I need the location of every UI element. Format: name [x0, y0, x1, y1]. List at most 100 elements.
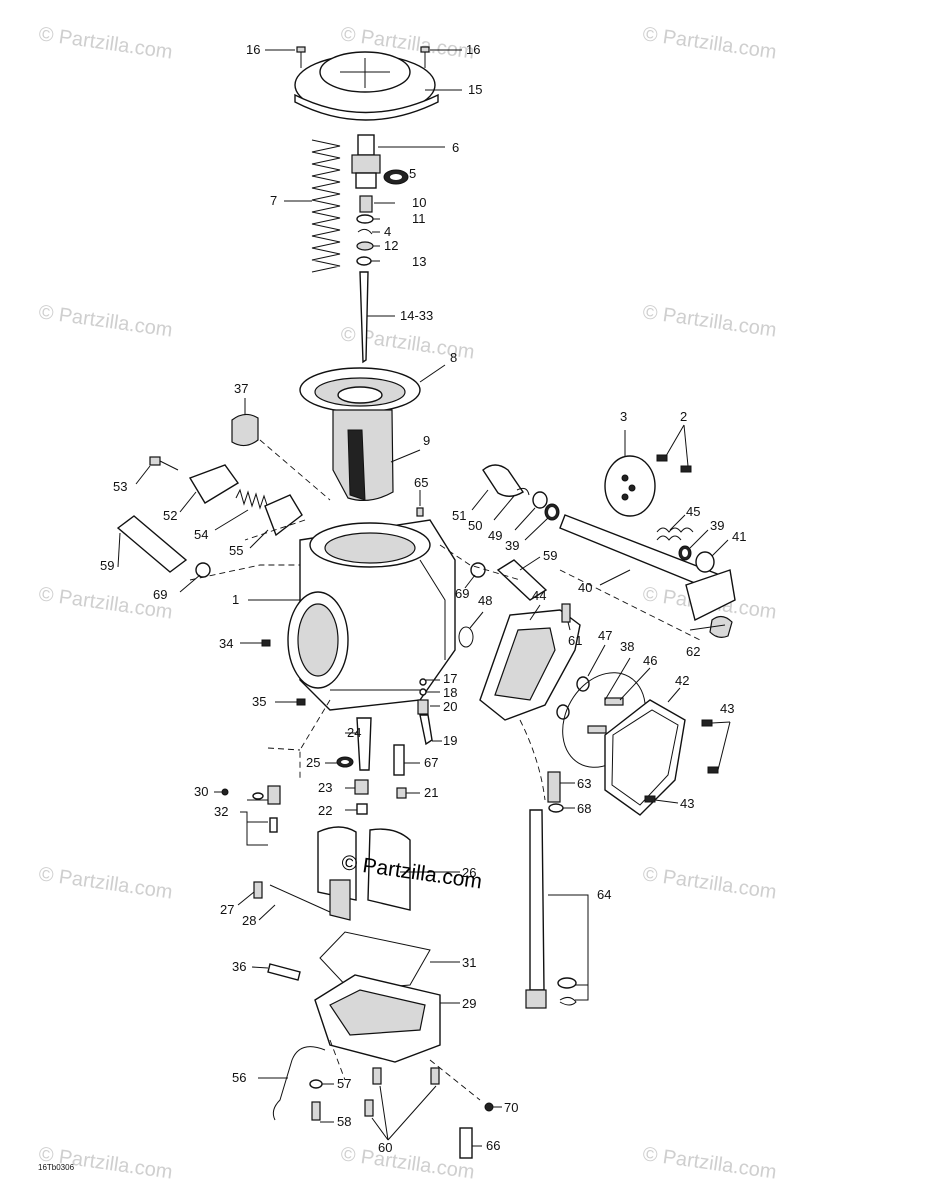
callout-number: 41 [732, 529, 746, 544]
watermark-text: © Partzilla.com [641, 23, 778, 64]
callout-number: 62 [686, 644, 700, 659]
slide-spring [311, 139, 341, 273]
callout-number: 16 [246, 42, 260, 57]
choke-spring [235, 488, 269, 510]
callout-number: 4 [384, 224, 391, 239]
callout-number: 28 [242, 913, 256, 928]
callout-number: 5 [409, 166, 416, 181]
needle-washer [356, 256, 372, 266]
return-spring [656, 527, 694, 541]
callout-number: 55 [229, 543, 243, 558]
choke-plunger [264, 494, 303, 537]
callout-number: 11 [412, 211, 426, 226]
callout-number: 58 [337, 1114, 351, 1129]
callout-number: 60 [378, 1140, 392, 1155]
idle-screw-spring [417, 699, 429, 715]
callout-number: 34 [219, 636, 233, 651]
callout-number: 1 [232, 592, 239, 607]
hose [116, 515, 188, 573]
idle-screw [419, 714, 433, 746]
throttle-housing [479, 609, 581, 721]
callout-number: 44 [532, 588, 546, 603]
bowl-screw [430, 1067, 440, 1085]
callout-number: 30 [194, 784, 208, 799]
callout-number: 53 [113, 479, 127, 494]
carburetor-body [287, 519, 456, 711]
cap [231, 413, 259, 447]
callout-number: 23 [318, 780, 332, 795]
diaphragm [299, 367, 421, 413]
screw [149, 456, 161, 466]
callout-number: 63 [577, 776, 591, 791]
clamp [195, 562, 211, 578]
callout-number: 10 [412, 195, 426, 210]
jet-needle [359, 271, 369, 364]
callout-number: 46 [643, 653, 657, 668]
float-bowl [314, 974, 441, 1063]
callout-number: 69 [153, 587, 167, 602]
callout-number: 12 [384, 238, 398, 253]
callout-number: 64 [597, 887, 611, 902]
callout-number: 48 [478, 593, 492, 608]
callout-number: 29 [462, 996, 476, 1011]
callout-number: 26 [462, 865, 476, 880]
callout-number: 35 [252, 694, 266, 709]
air-screw [267, 785, 281, 805]
callout-number: 14-33 [400, 308, 433, 323]
carburetor-top-cover [294, 51, 439, 121]
callout-number: 21 [424, 785, 438, 800]
o-ring-48 [458, 626, 474, 648]
callout-number: 20 [443, 699, 457, 714]
bushing [482, 464, 524, 497]
pilot-jet-nut [396, 787, 407, 799]
main-jet [356, 803, 368, 815]
watermark-text: © Partzilla.com [641, 863, 778, 904]
throttle-lever [685, 569, 736, 622]
callout-number: 57 [337, 1076, 351, 1091]
callout-number: 67 [424, 755, 438, 770]
cover-screw-right [420, 46, 430, 68]
throttle-cover [604, 699, 686, 816]
callout-number: 24 [347, 725, 361, 740]
cover-screw-43 [644, 795, 656, 803]
callout-number: 32 [214, 804, 228, 819]
needle-spring [359, 195, 373, 213]
cover-screw [604, 697, 624, 706]
callout-number: 15 [468, 82, 482, 97]
callout-number: 27 [220, 902, 234, 917]
drain-wire [272, 1046, 326, 1121]
small-part-70 [484, 1102, 494, 1112]
watermark-text: © Partzilla.com [37, 301, 174, 342]
callout-number: 8 [450, 350, 457, 365]
callout-number: 6 [452, 140, 459, 155]
screw-58 [311, 1101, 321, 1121]
callout-number: 39 [505, 538, 519, 553]
center-brand-watermark: © Partzilla.com [340, 851, 483, 893]
callout-number: 3 [620, 409, 627, 424]
watermark-text: © Partzilla.com [641, 301, 778, 342]
vent-hose [459, 1127, 473, 1159]
callout-number: 7 [270, 193, 277, 208]
callout-number: 66 [486, 1138, 500, 1153]
plate-screw [656, 454, 668, 462]
bowl-screw [372, 1067, 382, 1085]
hose-right [496, 559, 548, 601]
callout-number: 49 [488, 528, 502, 543]
bowl-screw [364, 1099, 374, 1117]
callout-number: 61 [568, 633, 582, 648]
screw-34 [261, 639, 271, 647]
float-pin [269, 884, 331, 913]
callout-number: 16 [466, 42, 480, 57]
clip [516, 487, 530, 496]
callout-number: 56 [232, 1070, 246, 1085]
throttle-shaft [559, 514, 721, 591]
watermark-text: © Partzilla.com [339, 1143, 476, 1184]
needle-jet [356, 717, 372, 771]
callout-number: 25 [306, 755, 320, 770]
callout-number: 52 [163, 508, 177, 523]
callout-number: 47 [598, 628, 612, 643]
watermark-text: © Partzilla.com [641, 1143, 778, 1184]
callout-number: 31 [462, 955, 476, 970]
screw-61 [561, 603, 571, 623]
callout-number: 9 [423, 433, 430, 448]
